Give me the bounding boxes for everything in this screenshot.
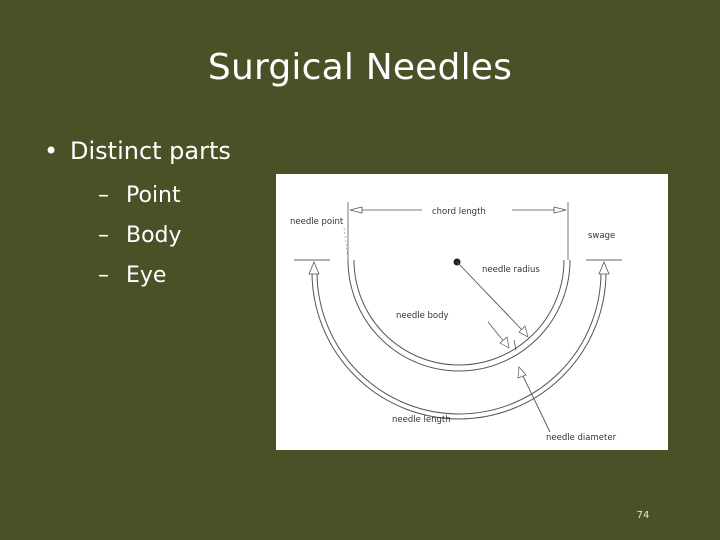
label-needle-length: needle length [392,415,451,425]
bullet-text: Distinct parts [70,137,231,165]
needle-length-arc [308,260,610,420]
label-needle-diameter: needle diameter [546,433,617,443]
sub-bullet-list: –Point –Body –Eye [98,176,182,296]
label-chord-length: chord length [432,207,486,217]
sub-bullet-marker: – [98,183,109,208]
label-needle-radius: needle radius [482,265,540,275]
bullet-marker: • [44,137,59,165]
sub-bullet-point: –Point [98,176,182,216]
needle-diameter-pointer [513,339,551,433]
needle-diagram-svg: needle point chord length swage needle r… [290,202,622,443]
sub-bullet-marker: – [98,263,109,288]
label-swage: swage [588,231,615,241]
sub-bullet-text: Eye [126,263,167,288]
needle-arc [347,259,571,372]
chord-length-dimension [347,202,569,260]
label-needle-point: needle point [290,217,344,227]
needle-body-pointer [487,321,510,349]
page-number: 74 [636,510,650,521]
needle-diagram: needle point chord length swage needle r… [276,174,668,450]
label-needle-body: needle body [396,311,449,321]
bullet-distinct-parts: • Distinct parts [44,134,231,168]
sub-bullet-text: Body [126,223,182,248]
sub-bullet-text: Point [126,183,181,208]
needle-radius-pointer [453,258,529,338]
slide-title: Surgical Needles [207,47,513,88]
sub-bullet-body: –Body [98,216,182,256]
needle-point-pointer [343,227,349,259]
sub-bullet-marker: – [98,223,109,248]
sub-bullet-eye: –Eye [98,256,182,296]
